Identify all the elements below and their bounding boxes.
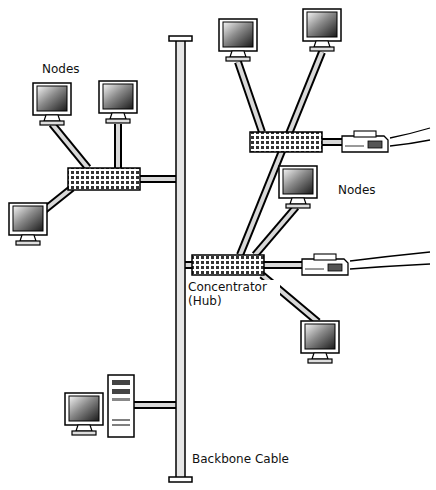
hub-label: Concentrator (Hub) bbox=[186, 280, 280, 308]
nodes-label: Nodes bbox=[336, 183, 378, 197]
nodes-label: Nodes bbox=[40, 62, 82, 76]
backbone-label: Backbone Cable bbox=[190, 452, 291, 466]
